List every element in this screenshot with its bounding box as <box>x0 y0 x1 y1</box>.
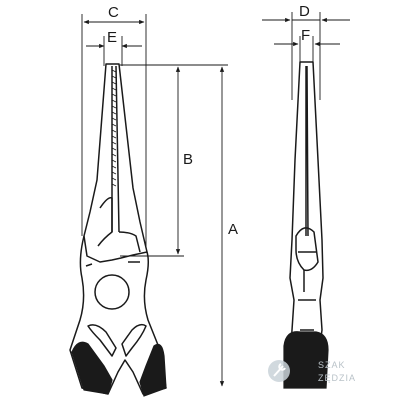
front-grips <box>71 341 167 397</box>
side-center-line <box>305 65 309 237</box>
side-grip <box>283 331 329 389</box>
wrench-icon <box>273 363 286 377</box>
watermark-line2: ZĘDZIA <box>318 373 356 383</box>
front-jaw-split <box>111 65 120 233</box>
front-grip-left <box>71 341 113 395</box>
front-pivot <box>94 274 130 310</box>
watermark-line1: SZAK <box>318 360 346 370</box>
side-grip-shape <box>283 331 329 389</box>
side-pivot-boss <box>295 227 319 272</box>
watermark: SZAK ZĘDZIA <box>268 360 356 383</box>
front-dimensions <box>81 14 228 387</box>
dim-d-label: D <box>299 3 310 20</box>
front-jaw-outline <box>83 63 148 263</box>
front-joint-contour <box>97 196 141 253</box>
dim-e-label: E <box>107 29 117 46</box>
front-handle-inner-right <box>121 323 147 357</box>
dim-b-label: B <box>183 151 193 168</box>
front-grip-right <box>139 343 167 397</box>
side-dimensions <box>262 12 350 100</box>
side-pivot-detail <box>298 251 316 292</box>
dim-c-label: C <box>108 4 119 21</box>
side-view <box>289 61 324 367</box>
front-jaw-serration <box>111 69 117 187</box>
front-handle-inner-left <box>87 324 117 357</box>
dim-a-label: A <box>228 221 238 238</box>
front-view <box>69 63 167 395</box>
front-body <box>69 235 167 395</box>
dim-f-label: F <box>301 27 310 44</box>
front-body-detail <box>85 261 140 267</box>
side-lower-detail <box>298 299 316 331</box>
